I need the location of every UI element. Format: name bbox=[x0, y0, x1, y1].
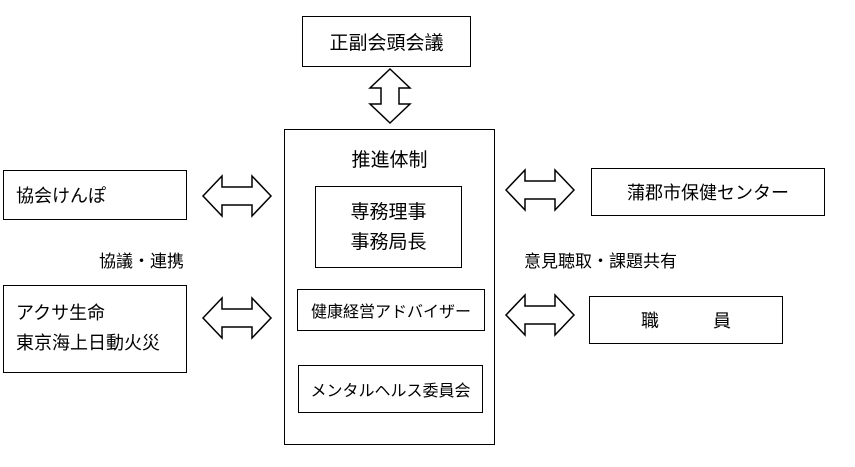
health-management-advisor-box: 健康経営アドバイザー bbox=[297, 289, 485, 331]
right-lower-double-arrow-icon bbox=[504, 293, 576, 337]
staff-label: 職 員 bbox=[641, 311, 731, 332]
mental-health-committee-box: メンタルヘルス委員会 bbox=[298, 365, 483, 413]
issue-sharing-label: 意見聴取・課題共有 bbox=[524, 252, 677, 272]
promotion-structure-title: 推進体制 bbox=[351, 149, 428, 171]
executive-meeting-label: 正副会頭会議 bbox=[329, 32, 444, 54]
mental-health-committee-label: メンタルヘルス委員会 bbox=[310, 381, 471, 400]
insurers-box: アクサ生命 東京海上日動火災 bbox=[3, 285, 187, 373]
right-upper-double-arrow-icon bbox=[504, 168, 576, 212]
left-lower-double-arrow-icon bbox=[201, 296, 273, 340]
executive-officer-line-2: 事務局長 bbox=[350, 231, 427, 253]
kyokai-kenpo-label: 協会けんぽ bbox=[16, 186, 106, 207]
insurer-line-2: 東京海上日動火災 bbox=[16, 333, 160, 354]
left-upper-double-arrow-icon bbox=[201, 174, 273, 218]
executive-officers-box: 専務理事 事務局長 bbox=[315, 186, 462, 268]
executive-officer-line-1: 専務理事 bbox=[350, 201, 427, 223]
staff-box: 職 員 bbox=[589, 296, 783, 344]
vertical-double-arrow-icon bbox=[368, 67, 412, 125]
kyokai-kenpo-box: 協会けんぽ bbox=[3, 170, 187, 220]
cooperation-label: 協議・連携 bbox=[99, 252, 184, 272]
health-center-label: 蒲郡市保健センター bbox=[627, 183, 789, 204]
insurer-line-1: アクサ生命 bbox=[16, 303, 106, 324]
health-center-box: 蒲郡市保健センター bbox=[591, 168, 825, 216]
executive-meeting-box: 正副会頭会議 bbox=[302, 16, 471, 67]
health-management-advisor-label: 健康経営アドバイザー bbox=[310, 302, 471, 321]
